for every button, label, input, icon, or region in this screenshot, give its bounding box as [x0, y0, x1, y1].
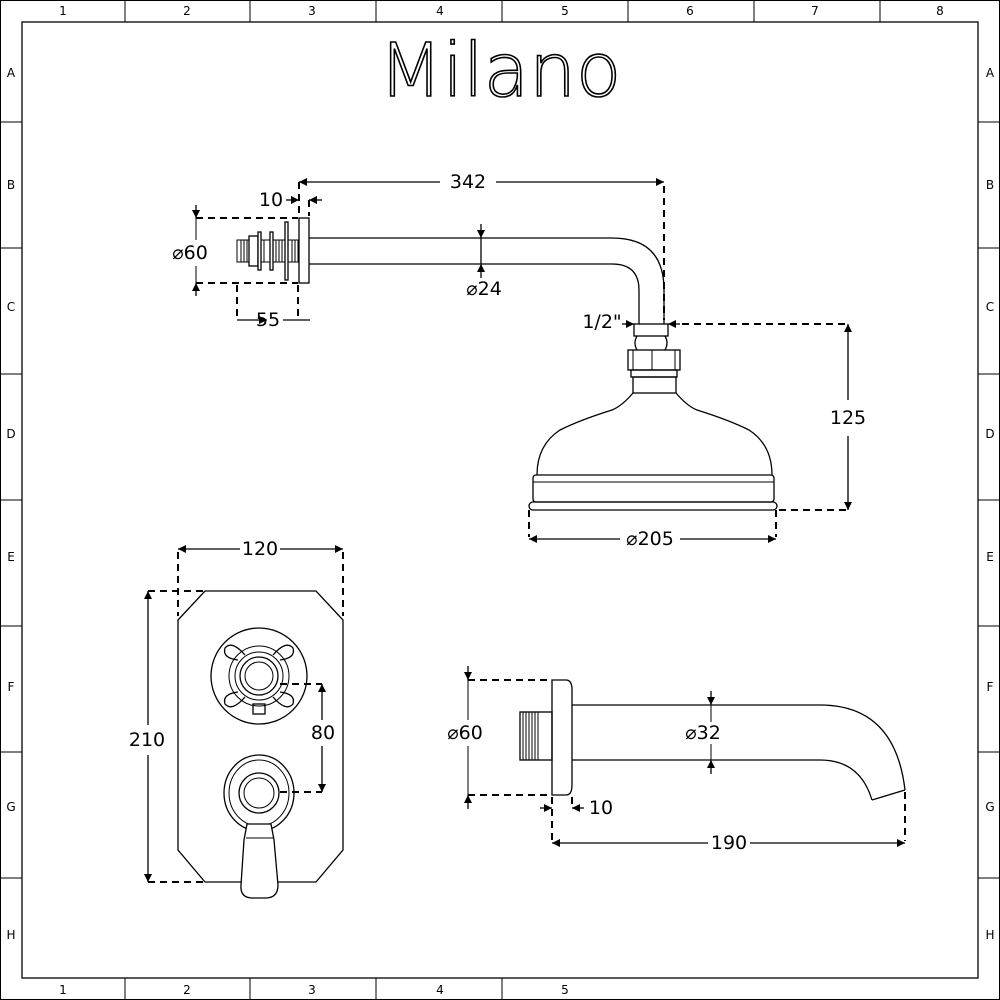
- grid-row-label: E: [986, 550, 994, 564]
- grid-col-label: 8: [936, 4, 944, 18]
- shower-dimensions: 342 10 ⌀60 55 ⌀24 1/2" 125 ⌀205: [172, 171, 866, 550]
- head-diameter-label: ⌀205: [626, 528, 674, 550]
- grid-row-label: F: [8, 680, 15, 694]
- bath-spout: [519, 679, 906, 801]
- arm-plate-diameter-label: ⌀60: [172, 242, 208, 264]
- grid-col-label: 2: [183, 4, 191, 18]
- grid-row-label: A: [986, 66, 995, 80]
- grid-col-label: 5: [561, 4, 569, 18]
- grid-row-label: C: [7, 300, 15, 314]
- valve-height-label: 210: [129, 729, 165, 751]
- grid-row-label: C: [986, 300, 994, 314]
- spout-plate-diameter-label: ⌀60: [447, 722, 483, 744]
- grid-row-label: H: [6, 928, 15, 942]
- arm-pipe-diameter-label: ⌀24: [466, 278, 502, 300]
- grid-col-label: 4: [436, 4, 444, 18]
- grid-row-label: B: [986, 178, 994, 192]
- grid-row-label: G: [6, 800, 15, 814]
- grid-col-label: 3: [308, 4, 316, 18]
- grid-row-label: D: [6, 427, 15, 441]
- spout-pipe-diameter-label: ⌀32: [685, 722, 721, 744]
- arm-plate-depth-label: 10: [259, 189, 283, 211]
- grid-col-label: 3: [308, 983, 316, 997]
- grid-col-label: 6: [686, 4, 694, 18]
- shower-arm: [236, 217, 665, 324]
- grid-col-label: 7: [811, 4, 819, 18]
- grid-col-label: 2: [183, 983, 191, 997]
- arm-connection-label: 1/2": [582, 311, 621, 333]
- grid-row-label: B: [7, 178, 15, 192]
- grid-row-label: A: [7, 66, 16, 80]
- shower-head: [528, 323, 778, 511]
- grid-row-label: H: [985, 928, 994, 942]
- head-height-label: 125: [830, 407, 866, 429]
- grid-col-label: 4: [436, 983, 444, 997]
- grid-row-label: E: [7, 550, 15, 564]
- arm-length-label: 342: [450, 171, 486, 193]
- spout-plate-depth-label: 10: [589, 797, 613, 819]
- valve-dimensions: 120 210 80: [129, 538, 344, 883]
- spout-length-label: 190: [711, 832, 747, 854]
- grid-col-label: 1: [59, 983, 67, 997]
- grid-col-label: 1: [59, 4, 67, 18]
- brand-logo: Milano: [379, 28, 622, 114]
- valve-width-label: 120: [242, 538, 278, 560]
- grid-col-label: 5: [561, 983, 569, 997]
- grid-row-label: G: [985, 800, 994, 814]
- grid-row-label: F: [987, 680, 994, 694]
- arm-thread-length-label: 55: [256, 309, 280, 331]
- spout-dimensions: ⌀60 ⌀32 10 190: [447, 666, 906, 854]
- grid-row-label: D: [985, 427, 994, 441]
- diverter-valve: [177, 590, 344, 899]
- valve-handle-spacing-label: 80: [311, 722, 335, 744]
